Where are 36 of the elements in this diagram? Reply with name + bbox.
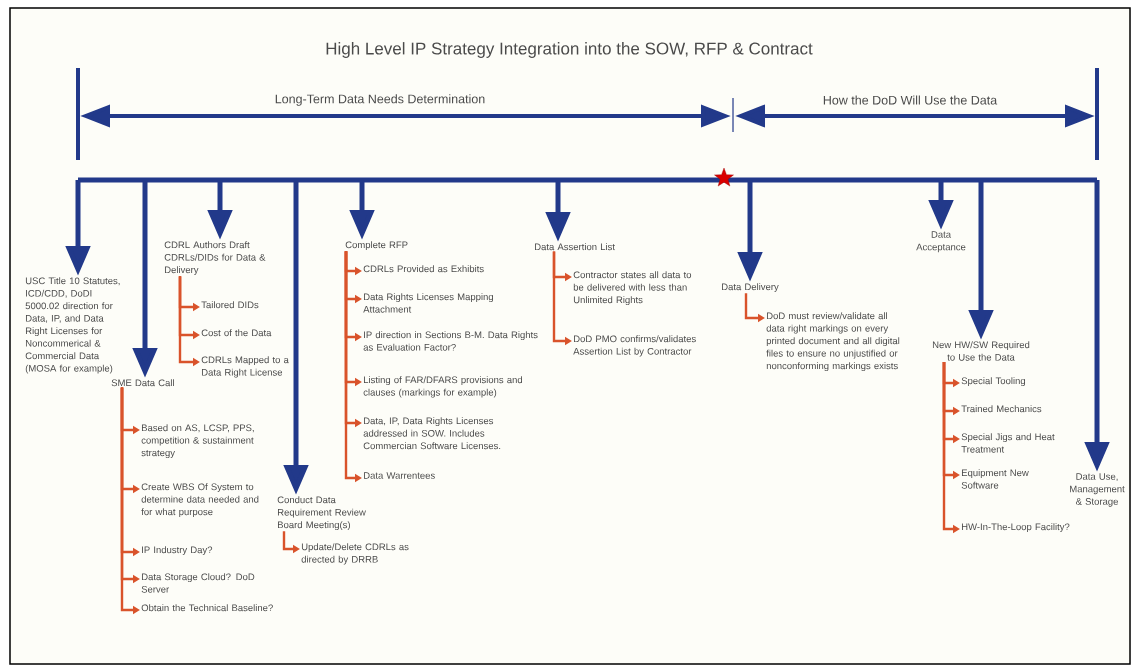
sub-step-text: IP direction in Sections B-M. Data Rights as Evaluation Factor?: [363, 331, 538, 351]
sub-step-text: Create WBS Of System to determine data needed and for what purpose: [141, 483, 259, 518]
span-label: Long-Term Data Needs Determination: [275, 94, 485, 106]
sub-step-text: Special Tooling: [961, 377, 1025, 387]
sub-step-text: Special Jigs and Heat Treatment: [961, 433, 1055, 453]
sub-step-text: Tailored DIDs: [201, 301, 259, 309]
step-label: USC Title 10 Statutes, ICD/CDD, DoDI 5000.02 direction for Data, IP, and Data Right Licenses for Noncommerical & Commercial Data (MOSA for example): [25, 277, 120, 374]
sub-step-text: Listing of FAR/DFARS provisions and clauses (markings for example): [363, 376, 522, 398]
step-label: New HW/SW Required to Use the Data: [932, 341, 1030, 361]
sub-step-text: Data, IP, Data Rights Licenses addressed in SOW. Includes Commercian Software Licenses.: [363, 417, 501, 450]
step-label: SME Data Call: [111, 379, 174, 387]
sub-step-text: IP Industry Day?: [142, 546, 213, 556]
sub-step-text: DoD PMO confirms/validates Assertion List by Contractor: [573, 335, 696, 357]
sub-step-text: Based on AS, LCSP, PPS, competition & sustainment strategy: [141, 424, 254, 459]
sub-step-text: HW-In-The-Loop Facility?: [962, 523, 1070, 533]
step-label: Data Acceptance: [916, 231, 966, 253]
title: High Level IP Strategy Integration into the SOW, RFP & Contract: [326, 42, 813, 58]
sub-step-text: Cost of the Data: [201, 329, 272, 337]
step-label: Data Assertion List: [535, 243, 615, 251]
sub-step-text: Trained Mechanics: [961, 405, 1042, 413]
step-label: CDRL Authors Draft CDRLs/DIDs for Data & Delivery: [164, 241, 266, 276]
sub-step-text: Obtain the Technical Baseline?: [141, 604, 273, 612]
sub-step-text: DoD must review/validate all data right markings on every printed document and all digital files to ensure no unjustified or nonconforming markings exists: [766, 312, 900, 372]
sub-step-text: CDRLs Mapped to a Data Right License: [201, 356, 289, 378]
step-label: Conduct Data Requirement Review Board Meeting(s): [277, 496, 366, 531]
sub-step-text: Update/Delete CDRLs as directed by DRRB: [301, 543, 409, 565]
sub-step-text: Data Storage Cloud? DoD Server: [141, 573, 255, 593]
step-label: Data Use, Management & Storage: [1070, 473, 1125, 507]
step-label: Complete RFP: [345, 241, 408, 251]
span-label: How the DoD Will Use the Data: [823, 95, 998, 105]
sub-step-text: Equipment New Software: [961, 469, 1029, 489]
sub-step-text: CDRLs Provided as Exhibits: [363, 265, 484, 273]
step-label: Data Delivery: [722, 283, 779, 293]
sub-step-text: Data Warrentees: [364, 472, 435, 479]
sub-step-text: Contractor states all data to be delivered with less than Unlimited Rights: [573, 271, 692, 306]
sub-step-text: Data Rights Licenses Mapping Attachment: [363, 293, 493, 313]
